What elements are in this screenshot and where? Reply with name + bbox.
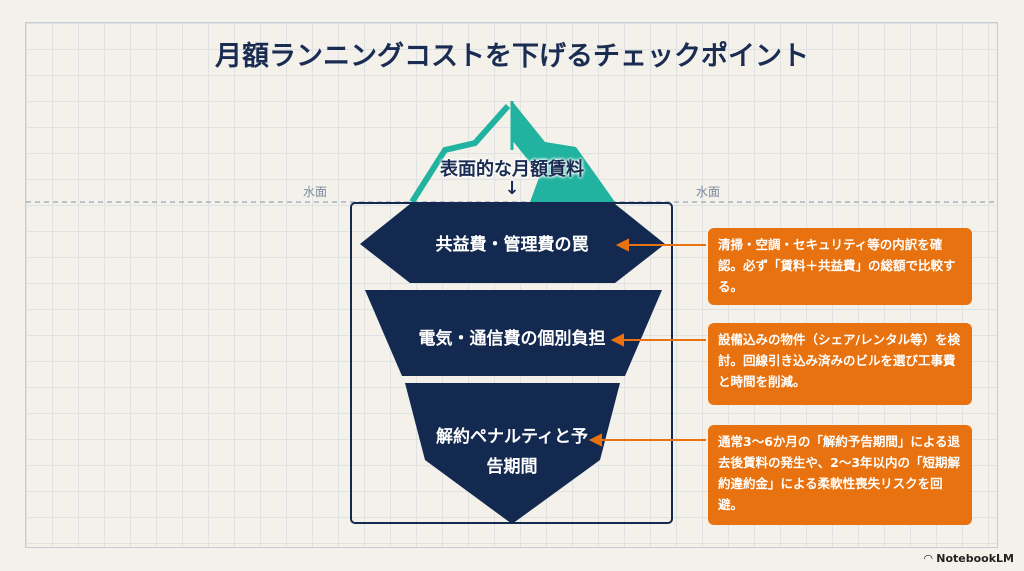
- layer-2-label: 電気・通信費の個別負担: [418, 329, 606, 349]
- page-title: 月額ランニングコストを下げるチェックポイント: [215, 41, 809, 72]
- water-label-right: 水面: [696, 185, 721, 199]
- layer-1-label: 共益費・管理費の罠: [435, 235, 589, 255]
- notebooklm-watermark: ◠ NotebookLM: [923, 552, 1014, 565]
- water-label-left: 水面: [303, 185, 328, 199]
- note-box-2: 設備込みの物件（シェア/レンタル等）を検討。回線引き込み済みのビルを選び工事費と…: [708, 323, 972, 405]
- arrow-2: [610, 333, 624, 347]
- arrow-1: [615, 238, 629, 252]
- layer-3-label: 解約ペナルティと予告期間: [436, 427, 588, 477]
- layer-2-shape: [365, 290, 662, 376]
- notebooklm-logo-icon: ◠: [923, 552, 937, 565]
- layer-3-shape: [405, 383, 620, 524]
- iceberg-tip-right: [512, 101, 615, 202]
- surface-label: 表面的な月額賃料↓: [412, 155, 612, 199]
- note-box-3: 通常3〜6か月の「解約予告期間」による退去後賃料の発生や、2〜3年以内の「短期解…: [708, 425, 972, 525]
- note-box-1: 清掃・空調・セキュリティ等の内訳を確認。必ず「賃料＋共益費」の総額で比較する。: [708, 228, 972, 305]
- arrow-3: [588, 433, 602, 447]
- down-arrow-icon: ↓: [504, 178, 520, 199]
- layer-1-shape: [360, 204, 665, 283]
- iceberg-tip-left: [409, 104, 511, 204]
